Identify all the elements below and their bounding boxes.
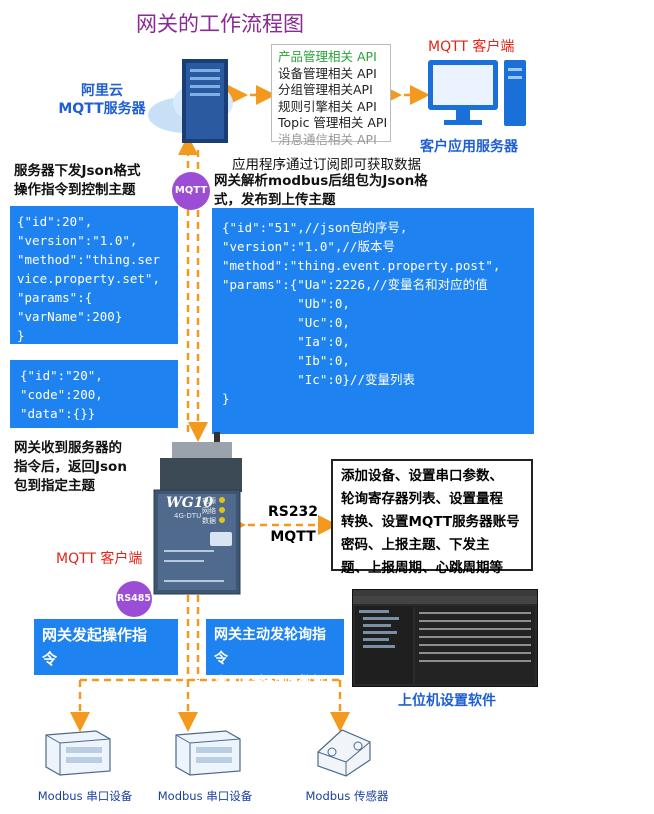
diagram-title: 网关的工作流程图 bbox=[136, 12, 304, 36]
aliyun-server-label: 阿里云 MQTT服务器 bbox=[58, 83, 146, 117]
mqtt-bubble: MQTT bbox=[172, 172, 210, 210]
modbus-sensor-icon bbox=[312, 722, 376, 782]
mqtt-client-top-label: MQTT 客户端 bbox=[428, 39, 515, 55]
device-model: WG10 bbox=[166, 495, 214, 511]
api-item: 规则引擎相关 API bbox=[278, 98, 377, 114]
json-reply-box: {"id":"20", "code":200, "data":{}} bbox=[10, 360, 178, 428]
server-send-note: 服务器下发Json格式 操作指令到控制主题 bbox=[14, 163, 141, 198]
gateway-reply-note: 网关收到服务器的 指令后，返回Json 包到指定主题 bbox=[14, 440, 127, 494]
device-label-1: Modbus 串口设备 bbox=[37, 789, 133, 803]
device-sub: 4G-DTU bbox=[174, 512, 202, 520]
server-tower-icon bbox=[148, 55, 238, 145]
led-labels: 电源 网络 数据 bbox=[202, 496, 216, 526]
software-label: 上位机设置软件 bbox=[398, 693, 496, 709]
mqtt-client-bottom-label: MQTT 客户端 bbox=[56, 551, 143, 567]
led-label-network: 网络 bbox=[202, 507, 216, 515]
gateway-command-box: 网关发起操作指 令 bbox=[34, 619, 178, 675]
json-down-box: {"id":20", "version":"1.0", "method":"th… bbox=[10, 206, 178, 344]
led-label-power: 电源 bbox=[202, 497, 216, 505]
api-item: 分组管理相关API bbox=[278, 82, 373, 97]
rs485-bubble: RS485 bbox=[116, 581, 152, 617]
modbus-device-icon-2 bbox=[168, 725, 248, 780]
api-item: Topic 管理相关 API bbox=[278, 115, 388, 130]
led-label-data: 数据 bbox=[202, 517, 216, 525]
subscribe-note: 应用程序通过订阅即可获取数据 bbox=[232, 157, 421, 173]
api-item: 产品管理相关 API bbox=[278, 49, 377, 64]
rs232-mqtt-label: RS232 MQTT bbox=[267, 504, 319, 545]
json-up-box: {"id":"51",//json包的序号, "version":"1.0",/… bbox=[212, 208, 534, 434]
config-software-screenshot bbox=[352, 589, 538, 687]
device-label-2: Modbus 串口设备 bbox=[157, 789, 253, 803]
config-features-box: 添加设备、设置串口参数、 轮询寄存器列表、设置量程 转换、设置MQTT服务器账号… bbox=[331, 459, 533, 576]
wg10-gateway-device: WG10 4G-DTU 电源 网络 数据 bbox=[150, 432, 246, 596]
modbus-device-icon-1 bbox=[38, 725, 118, 780]
api-item: 设备管理相关 API bbox=[278, 65, 377, 81]
client-app-server-label: 客户应用服务器 bbox=[420, 139, 518, 155]
monitor-icon bbox=[420, 56, 530, 136]
gateway-parse-note: 网关解析modbus后组包为Json格 式，发布到上传主题 bbox=[214, 173, 428, 208]
gateway-poll-box: 网关主动发轮询指令 串口设备返回数据 bbox=[206, 619, 344, 691]
device-label-3: Modbus 传感器 bbox=[305, 789, 389, 803]
api-item: 消息通信相关 API bbox=[278, 131, 377, 147]
